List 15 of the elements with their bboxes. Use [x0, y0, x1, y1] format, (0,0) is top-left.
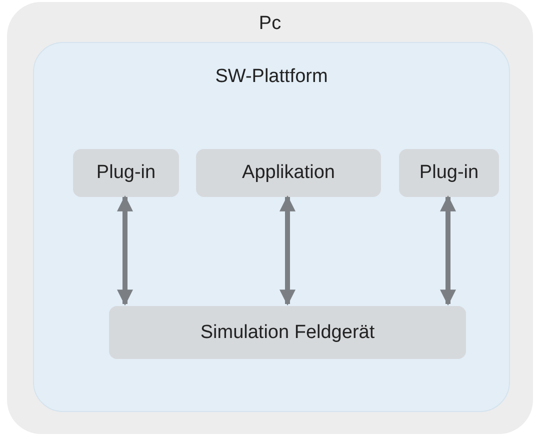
component-box: [196, 149, 381, 197]
node-label: Plug-in: [96, 161, 156, 185]
component-box: [399, 149, 499, 197]
double-arrow: [280, 195, 296, 306]
component-box: [109, 306, 466, 359]
node-label: Applikation: [242, 161, 335, 185]
computer-frame: [7, 2, 533, 434]
node-label: Simulation Feldgerät: [200, 320, 375, 344]
platform-panel: [33, 42, 510, 412]
node-label: Plug-in: [419, 161, 479, 185]
double-arrow: [440, 195, 456, 306]
double-arrow: [117, 195, 133, 306]
component-box: [73, 149, 179, 197]
node-label: SW-Plattform: [215, 65, 328, 89]
node-label: Pc: [258, 12, 282, 36]
